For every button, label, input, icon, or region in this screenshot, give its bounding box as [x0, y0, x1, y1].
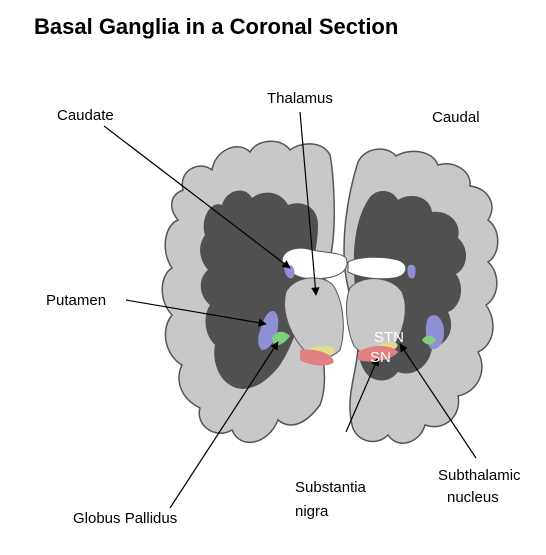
label-subthalamic-1: Subthalamic [438, 467, 521, 484]
label-sn: SN [370, 349, 391, 366]
label-subthalamic-2: nucleus [447, 489, 499, 506]
caudate-leader [103, 125, 291, 269]
subthalamic-leader [399, 343, 477, 459]
label-thalamus: Thalamus [267, 90, 333, 107]
globus-pallidus-leader [169, 341, 279, 509]
leader-lines [103, 111, 477, 509]
substantia-nigra [300, 346, 398, 366]
label-putamen: Putamen [46, 292, 106, 309]
page-title: Basal Ganglia in a Coronal Section [34, 14, 399, 39]
orientation-label: Caudal [432, 109, 480, 126]
ventricles [281, 247, 407, 280]
label-substantia-nigra-2: nigra [295, 503, 329, 520]
label-substantia-nigra-1: Substantia [295, 479, 367, 496]
label-caudate: Caudate [57, 107, 114, 124]
substantia-nigra-leader [345, 357, 379, 433]
putamen-leader [125, 299, 267, 327]
thalamus-leader [299, 111, 320, 296]
label-globus-pallidus: Globus Pallidus [73, 510, 177, 527]
label-stn: STN [374, 329, 404, 346]
